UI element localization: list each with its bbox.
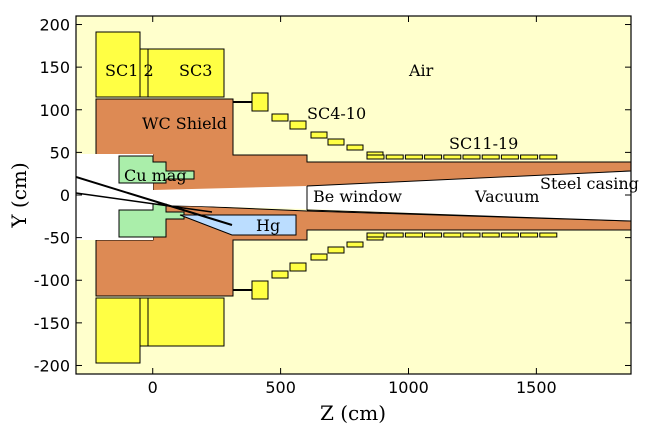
label-sc3: SC3 bbox=[179, 61, 212, 80]
x-tick-label: 500 bbox=[265, 378, 296, 397]
label-hg: Hg bbox=[256, 216, 280, 235]
sc-coil-upper bbox=[443, 154, 462, 160]
sc-coil-lower bbox=[327, 246, 345, 254]
label-steel-casing: Steel casing bbox=[540, 174, 639, 193]
sc-coil-upper bbox=[520, 154, 539, 160]
sc-coil-lower bbox=[271, 270, 289, 279]
sc-coil-lower bbox=[310, 253, 328, 261]
sc-coil-upper bbox=[366, 154, 385, 160]
label-sc4-10: SC4-10 bbox=[307, 104, 366, 123]
sc-coil-lower bbox=[404, 232, 423, 238]
label-wc-shield: WC Shield bbox=[142, 114, 227, 133]
y-tick-label: -200 bbox=[34, 356, 70, 375]
sc3-lower bbox=[147, 297, 225, 347]
sc-coil-upper bbox=[462, 154, 481, 160]
sc-coil-upper bbox=[251, 92, 269, 112]
cu-mag-lower bbox=[118, 203, 185, 238]
y-tick-label: -100 bbox=[34, 271, 70, 290]
proton-beam-line bbox=[76, 176, 233, 226]
sc2-lower bbox=[139, 297, 149, 347]
sc-coil-upper bbox=[385, 154, 404, 160]
sc-coil-lower bbox=[385, 232, 404, 238]
y-tick-label: 50 bbox=[50, 143, 70, 162]
sc-coil-upper bbox=[346, 144, 364, 151]
x-tick-label: 0 bbox=[148, 378, 158, 397]
label-vacuum: Vacuum bbox=[474, 187, 539, 206]
y-tick-label: 100 bbox=[39, 101, 70, 120]
x-axis-title: Z (cm) bbox=[320, 401, 386, 425]
label-be-window: Be window bbox=[313, 187, 402, 206]
cu-mag-upper bbox=[118, 155, 195, 184]
sc-coil-upper bbox=[404, 154, 423, 160]
sc-coil-lower bbox=[251, 280, 269, 300]
y-tick-label: -50 bbox=[44, 229, 70, 248]
sc-coil-upper bbox=[327, 138, 345, 146]
sc-coil-upper bbox=[500, 154, 519, 160]
y-tick-label: 0 bbox=[60, 186, 70, 205]
label-cu-mag: Cu mag bbox=[124, 166, 187, 185]
sc-coil-lower bbox=[481, 232, 500, 238]
y-tick-label: 150 bbox=[39, 58, 70, 77]
sc-coil-lower bbox=[539, 232, 558, 238]
hg-pool bbox=[179, 214, 297, 236]
label-air: Air bbox=[408, 61, 434, 80]
sc-coil-lower bbox=[424, 232, 443, 238]
y-tick-label: -150 bbox=[34, 314, 70, 333]
sc-coil-upper bbox=[310, 131, 328, 139]
sc-coil-lower bbox=[346, 241, 364, 248]
sc-coil-lower bbox=[289, 262, 307, 272]
steel-casing-upper bbox=[306, 170, 631, 187]
x-tick-label: 1000 bbox=[388, 378, 429, 397]
sc-coil-upper bbox=[481, 154, 500, 160]
y-axis-title: Y (cm) bbox=[7, 162, 31, 228]
sc1-upper bbox=[95, 31, 141, 98]
steel-casing-lower bbox=[306, 209, 631, 222]
sc-coil-lower bbox=[366, 232, 385, 238]
sc-coil-upper bbox=[424, 154, 443, 160]
sc-coil-upper bbox=[289, 120, 307, 130]
sc4-19-coils-upper bbox=[251, 92, 558, 160]
y-tick-label: 200 bbox=[39, 16, 70, 35]
sc-coil-lower bbox=[500, 232, 519, 238]
sc-coil-lower bbox=[462, 232, 481, 238]
label-sc12: SC1 2 bbox=[105, 61, 154, 80]
sc4-19-coils-lower bbox=[251, 232, 558, 300]
sc-coil-lower bbox=[443, 232, 462, 238]
sc1-lower bbox=[95, 297, 141, 364]
mercury-jet-line bbox=[76, 192, 213, 213]
sc-coil-upper bbox=[271, 113, 289, 122]
sc-coil-upper bbox=[539, 154, 558, 160]
label-sc11-19: SC11-19 bbox=[449, 134, 518, 153]
sc3-upper bbox=[147, 48, 225, 98]
x-tick-label: 1500 bbox=[516, 378, 557, 397]
vacuum-region bbox=[76, 154, 631, 240]
sc-coil-lower bbox=[520, 232, 539, 238]
